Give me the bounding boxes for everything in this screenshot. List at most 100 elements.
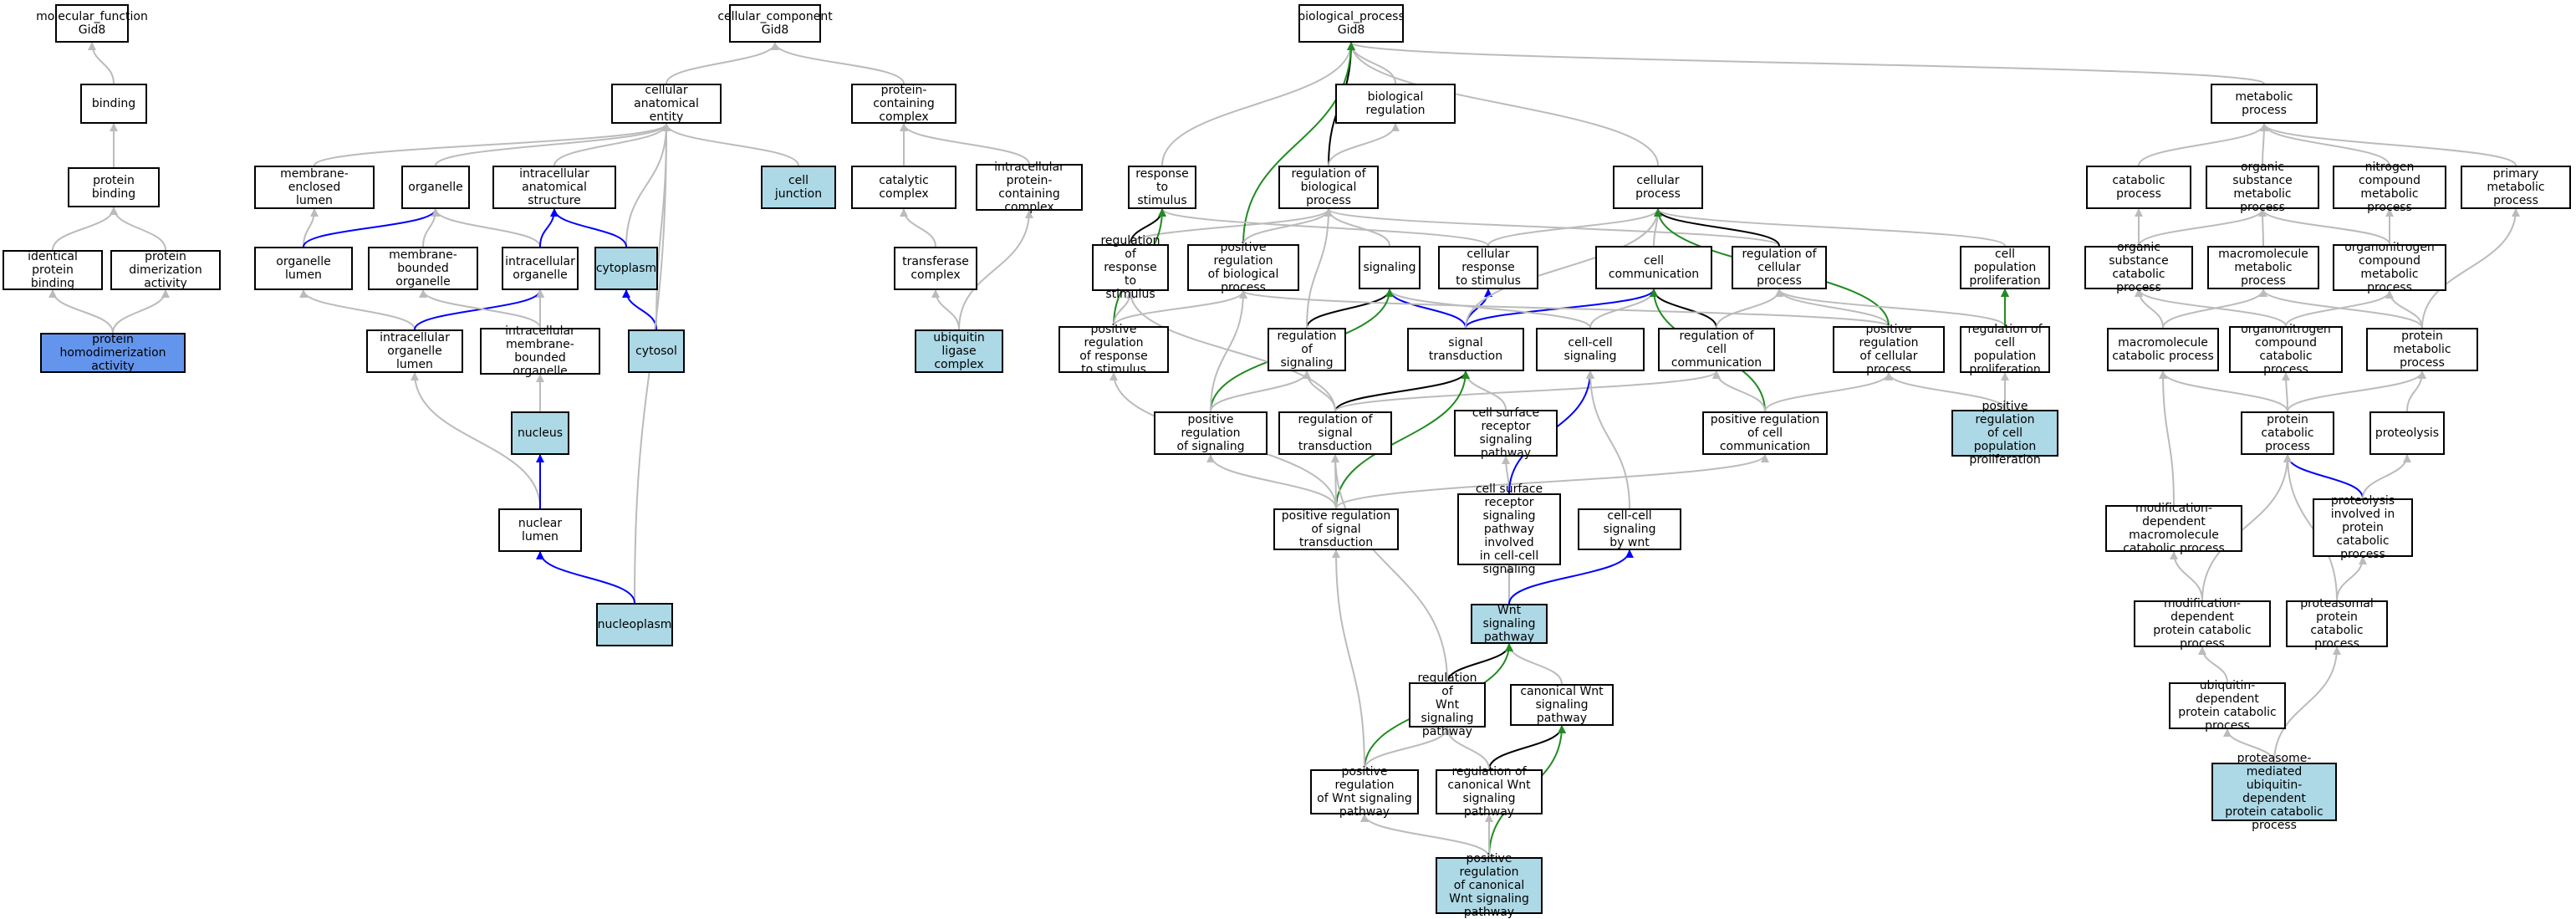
- edge-is-a: [2198, 646, 2228, 683]
- go-term-regulation-of-signaling: regulation of signaling: [1268, 328, 1346, 371]
- edge-is-a: [1775, 288, 2006, 327]
- edge-is-a: [48, 289, 114, 334]
- go-term-cell-surface-receptor-signaling-pathway-cell-cell: cell surface receptor signaling pathway …: [1457, 482, 1561, 576]
- go-term-cell-cell-signaling: cell-cell signaling: [1536, 328, 1645, 371]
- edge-is-a: [1360, 814, 1490, 858]
- edge-is-a: [1324, 208, 1780, 247]
- edge-is-a: [2135, 288, 2164, 329]
- go-term-regulation-of-biological-process: regulation of biological process: [1278, 166, 1379, 209]
- go-term-organic-substance-catabolic-process: organic substance catabolic process: [2084, 241, 2193, 294]
- edge-is-a: [662, 123, 799, 166]
- edge-part-of: [2283, 454, 2364, 499]
- edge-is-a: [2362, 454, 2411, 499]
- go-term-organonitrogen-compound-catabolic-process: organonitrogen compound catabolic proces…: [2229, 323, 2343, 376]
- edge-is-a: [1328, 123, 1400, 166]
- edge-is-a: [1210, 290, 1247, 412]
- go-term-transferase-complex: transferase complex: [894, 247, 977, 290]
- edge-is-a: [1306, 208, 1333, 329]
- edge-is-a: [1461, 370, 1507, 411]
- edge-regulates: [1334, 370, 1470, 412]
- edge-is-a: [1206, 454, 1337, 509]
- go-term-signaling: signaling: [1359, 246, 1421, 289]
- go-term-positive-regulation-of-canonical-wnt-signaling-pathway: positive regulation of canonical Wnt sig…: [1436, 852, 1543, 919]
- edge-is-a: [1885, 372, 2006, 411]
- edge-is-a: [1716, 288, 1783, 329]
- go-term-intracellular-protein-containing-complex: intracellular protein-containing complex: [976, 161, 1083, 214]
- go-term-proteasome-mediated-ubiquitin-dependent-protein-catabolic-process: proteasome-mediated ubiquitin-dependent …: [2211, 752, 2337, 832]
- go-term-cell-cell-signaling-by-wnt: cell-cell signaling by wnt: [1578, 508, 1681, 550]
- edge-is-a: [1158, 208, 1489, 247]
- edge-is-a: [1654, 208, 2006, 247]
- edge-is-a: [2258, 208, 2390, 245]
- go-term-regulation-of-cellular-process: regulation of cellular process: [1732, 246, 1827, 289]
- edge-part-of: [1508, 549, 1634, 605]
- edge-is-a: [2273, 646, 2341, 763]
- edge-is-a: [419, 289, 541, 329]
- go-term-metabolic-process: metabolic process: [2211, 84, 2318, 124]
- go-term-cell-surface-receptor-signaling-pathway: cell surface receptor signaling pathway: [1454, 406, 1558, 460]
- edge-is-a: [2259, 288, 2423, 329]
- edge-is-a: [1113, 290, 1247, 327]
- edge-is-a: [2159, 370, 2288, 412]
- go-term-proteolysis-involved-in-protein-catabolic-process: proteolysis involved in protein cataboli…: [2313, 494, 2413, 561]
- edge-is-a: [299, 289, 416, 330]
- go-term-modification-dependent-protein-catabolic-process: modification-dependent protein catabolic…: [2134, 597, 2271, 651]
- go-term-protein-homodimerization-activity: protein homodimerization activity: [40, 333, 186, 373]
- edge-is-a: [411, 372, 541, 509]
- go-term-regulation-of-response-to-stimulus: regulation of response to stimulus: [1092, 234, 1169, 301]
- edge-is-a: [666, 42, 779, 84]
- edge-part-of: [550, 208, 627, 248]
- go-term-macromolecule-metabolic-process: macromolecule metabolic process: [2207, 246, 2319, 289]
- go-term-organic-substance-metabolic-process: organic substance metabolic process: [2206, 161, 2319, 214]
- go-term-organelle: organelle: [401, 166, 470, 209]
- edge-is-a: [2201, 454, 2292, 601]
- go-term-positive-regulation-of-signal-transduction: positive regulation of signal transducti…: [1273, 508, 1399, 550]
- edge-is-a: [1210, 370, 1311, 412]
- edge-regulates: [1650, 288, 1717, 329]
- go-term-cellular-process: cellular process: [1613, 166, 1703, 209]
- edge-is-a: [2159, 370, 2175, 506]
- edge-is-a: [2385, 290, 2423, 329]
- go-term-protein-metabolic-process: protein metabolic process: [2366, 328, 2478, 371]
- go-term-protein-containing-complex: protein-containing complex: [851, 84, 956, 124]
- go-term-catalytic-complex: catalytic complex: [851, 166, 956, 209]
- go-term-cytoplasm: cytoplasm: [594, 247, 658, 290]
- edge-is-a: [2260, 123, 2517, 166]
- go-term-nucleoplasm: nucleoplasm: [596, 603, 673, 646]
- edge-pos-regulates: [1335, 370, 1470, 509]
- go-term-nuclear-lumen: nuclear lumen: [498, 508, 582, 552]
- edge-part-of: [1385, 288, 1467, 329]
- edge-is-a: [1443, 727, 1490, 770]
- edge-is-a: [2336, 556, 2367, 601]
- go-term-intracellular-membrane-bounded-organelle: intracellular membrane-bounded organelle: [480, 324, 600, 378]
- go-term-binding: binding: [80, 84, 147, 124]
- edge-is-a: [1764, 372, 1893, 412]
- edge-is-a: [1130, 208, 1333, 245]
- edge-is-a: [2283, 454, 2338, 601]
- go-term-ubiquitin-dependent-protein-catabolic-process: ubiquitin-dependent protein catabolic pr…: [2169, 679, 2286, 733]
- edge-is-a: [1385, 288, 1591, 329]
- go-term-cellular-anatomical-entity: cellular anatomical entity: [611, 84, 722, 124]
- edge-is-a: [1775, 288, 1890, 327]
- go-term-macromolecule-catabolic-process: macromolecule catabolic process: [2107, 328, 2219, 371]
- edge-is-a: [2170, 551, 2203, 601]
- go-term-primary-metabolic-process: primary metabolic process: [2461, 166, 2571, 209]
- go-term-cell-communication: cell communication: [1595, 246, 1712, 289]
- go-term-cellular-component-root: cellular_component Gid8: [717, 4, 833, 43]
- go-term-regulation-of-signal-transduction: regulation of signal transduction: [1278, 411, 1392, 455]
- edge-is-a: [2421, 208, 2520, 329]
- edge-is-a: [1586, 370, 1630, 509]
- edge-is-a: [1239, 290, 1890, 327]
- edge-is-a: [1505, 643, 1563, 685]
- edge-is-a: [2138, 208, 2267, 247]
- edge-is-a: [1332, 549, 1365, 770]
- edge-is-a: [1334, 370, 1721, 412]
- edge-part-of: [536, 551, 635, 604]
- go-term-membrane-enclosed-lumen: membrane-enclosed lumen: [254, 166, 375, 209]
- go-term-cell-population-proliferation: cell population proliferation: [1960, 246, 2050, 289]
- edge-is-a: [931, 289, 960, 330]
- edge-is-a: [1331, 454, 1448, 683]
- edge-is-a: [52, 207, 118, 251]
- edge-is-a: [1161, 42, 1355, 166]
- edge-part-of: [622, 289, 657, 330]
